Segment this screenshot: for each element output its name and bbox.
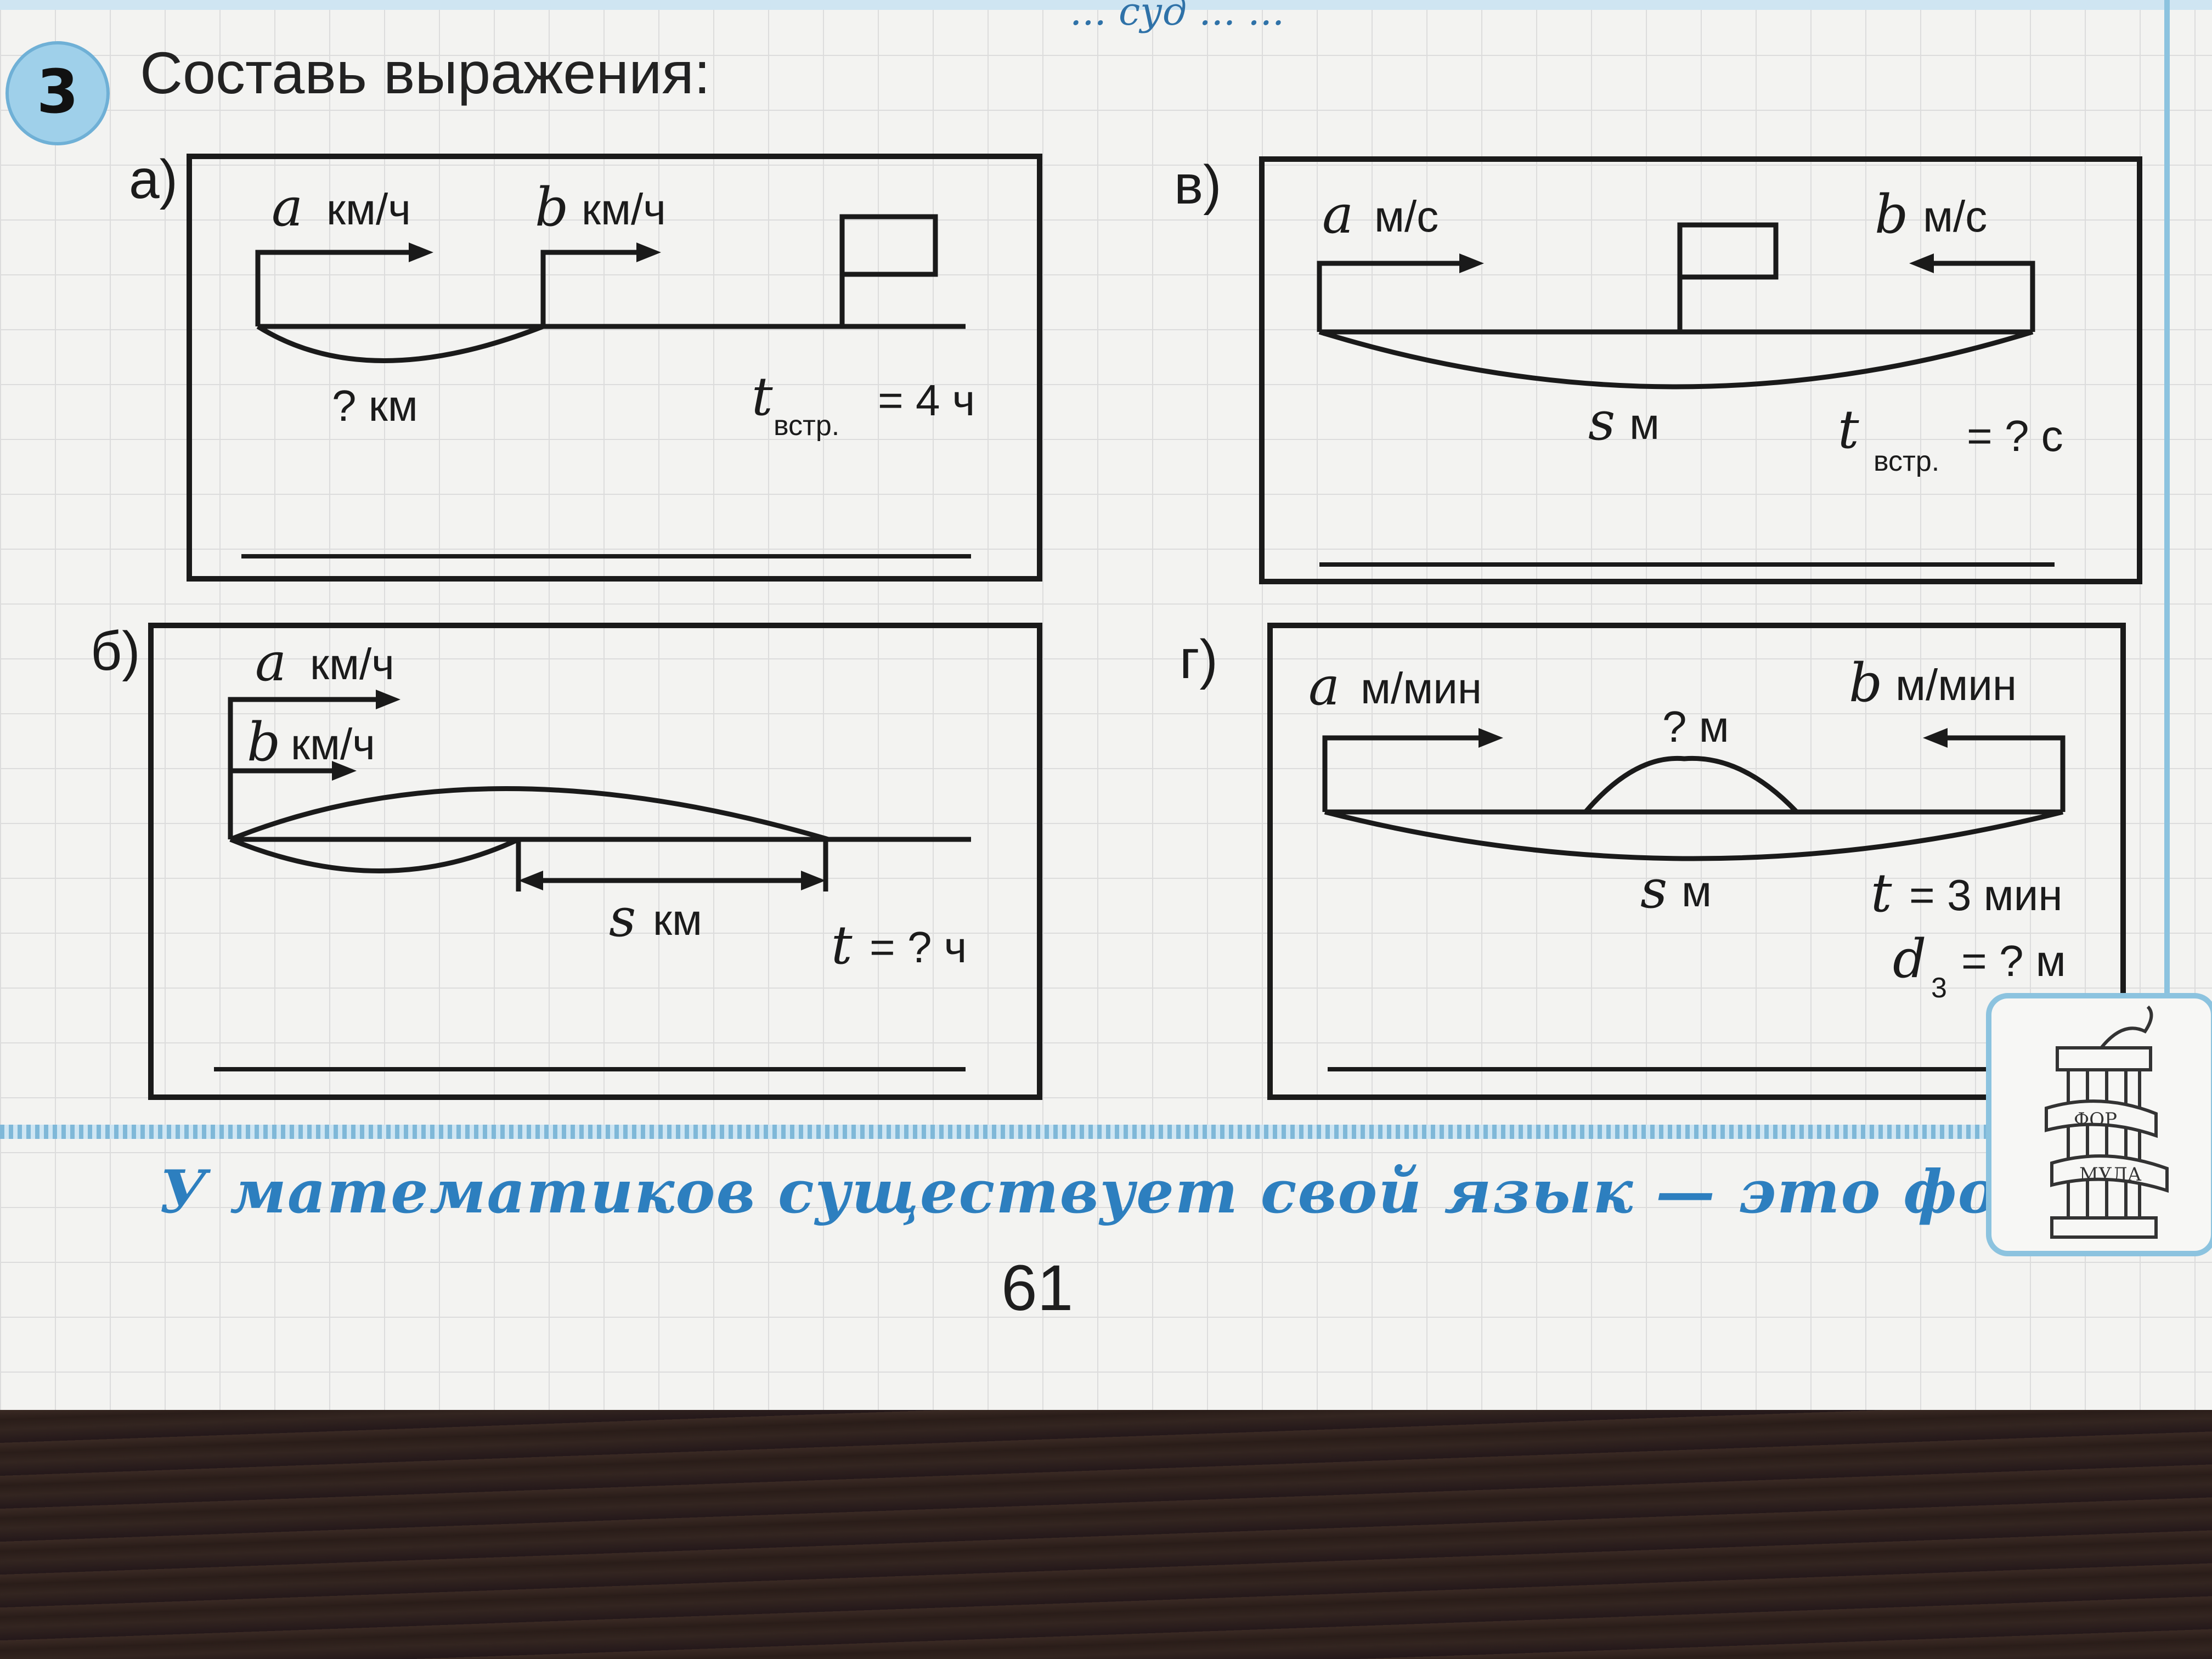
panel-b-diagram bbox=[228, 690, 971, 891]
panel-b-speed2-var: b bbox=[247, 712, 281, 773]
panel-b: a км/ч b км/ч s км t = ? ч bbox=[148, 623, 1042, 1100]
workbook-page: ... суд ... ... 3 Составь выражения: а) … bbox=[0, 0, 2212, 1410]
panel-b-speed1-var: a bbox=[255, 631, 287, 693]
panel-a-speed2-var: b bbox=[535, 177, 569, 238]
task-number-badge: 3 bbox=[5, 41, 110, 145]
panel-g-speed2-unit: м/мин bbox=[1895, 661, 2017, 709]
margin-line bbox=[2164, 0, 2170, 1026]
panel-a-distance: ? км bbox=[332, 381, 418, 430]
panel-g-speed1-unit: м/мин bbox=[1361, 664, 1482, 713]
panel-v-label: в) bbox=[1174, 154, 1222, 216]
panel-v-answer-line[interactable] bbox=[1319, 562, 2055, 567]
panel-g-time-value: = 3 мин bbox=[1909, 871, 2063, 919]
panel-a-answer-line[interactable] bbox=[241, 554, 971, 558]
panel-a-speed2-unit: км/ч bbox=[582, 185, 666, 234]
mascot-text-1: ФОР bbox=[2074, 1109, 2117, 1131]
panel-g-diagram bbox=[1322, 728, 2066, 861]
panel-a-speed1-unit: км/ч bbox=[326, 185, 411, 234]
panel-a-time-sub: встр. bbox=[774, 410, 840, 442]
task-number: 3 bbox=[36, 57, 79, 127]
motto: У математиков существует свой язык — это… bbox=[159, 1158, 2212, 1227]
panel-b-speed2-unit: км/ч bbox=[291, 720, 375, 769]
page-number: 61 bbox=[1001, 1252, 1074, 1324]
panel-v-speed2-var: b bbox=[1875, 184, 1909, 245]
panel-v-distance-unit: м bbox=[1629, 399, 1660, 448]
panel-a-speed1-var: a bbox=[272, 177, 303, 238]
panel-a-label: а) bbox=[129, 149, 178, 210]
panel-v-speed1-var: a bbox=[1322, 184, 1354, 245]
panel-b-time-var: t bbox=[831, 915, 853, 976]
panel-v-time-var: t bbox=[1838, 399, 1859, 460]
panel-b-answer-line[interactable] bbox=[214, 1067, 966, 1071]
panel-g-distance-var: s bbox=[1640, 859, 1668, 920]
mascot-card: ФОР МУЛА bbox=[1986, 993, 2212, 1256]
panel-g-label: г) bbox=[1180, 629, 1218, 690]
panel-g: a м/мин b м/мин ? м s м t = 3 мин d 3 = … bbox=[1267, 623, 2126, 1100]
panel-v-time-value: = ? с bbox=[1967, 411, 2063, 460]
panel-v-speed1-unit: м/с bbox=[1374, 192, 1439, 241]
panel-b-speed1-unit: км/ч bbox=[310, 640, 394, 689]
panel-g-speed1-var: a bbox=[1308, 656, 1340, 717]
panel-v: a м/с b м/с s м t встр. = ? с bbox=[1259, 156, 2142, 584]
mascot-text-2: МУЛА bbox=[2079, 1164, 2142, 1186]
panel-a-diagram bbox=[255, 214, 966, 363]
handwritten-scribble: ... суд ... ... bbox=[1070, 0, 1285, 34]
panel-g-dist-value: = ? м bbox=[1961, 936, 2066, 985]
task-title: Составь выражения: bbox=[140, 40, 710, 106]
panel-g-time-var: t bbox=[1871, 862, 1892, 924]
decorative-band bbox=[0, 1125, 2030, 1139]
panel-v-diagram bbox=[1317, 222, 2035, 390]
panel-a-time-var: t bbox=[752, 366, 773, 427]
panel-v-speed2-unit: м/с bbox=[1923, 192, 1988, 241]
panel-g-speed2-var: b bbox=[1849, 652, 1883, 714]
panel-v-distance-var: s bbox=[1588, 391, 1616, 452]
panel-g-dist-var: d bbox=[1893, 928, 1927, 990]
panel-a: a км/ч b км/ч ? км t встр. = 4 ч bbox=[187, 154, 1042, 582]
panel-g-answer-line[interactable] bbox=[1328, 1067, 2002, 1071]
panel-v-time-sub: встр. bbox=[1874, 445, 1940, 477]
wooden-desk bbox=[0, 1410, 2212, 1659]
panel-a-time-value: = 4 ч bbox=[878, 376, 975, 425]
panel-b-distance-var: s bbox=[609, 887, 636, 949]
panel-g-gap: ? м bbox=[1662, 702, 1729, 751]
top-strip bbox=[0, 0, 2212, 10]
column-mascot-icon: ФОР МУЛА bbox=[2045, 1005, 2169, 1239]
panel-g-dist-sub: 3 bbox=[1931, 972, 1947, 1004]
panel-b-time-value: = ? ч bbox=[870, 923, 967, 972]
panel-b-label: б) bbox=[91, 620, 140, 682]
panel-g-distance-unit: м bbox=[1681, 867, 1712, 916]
panel-b-distance-unit: км bbox=[653, 895, 702, 944]
